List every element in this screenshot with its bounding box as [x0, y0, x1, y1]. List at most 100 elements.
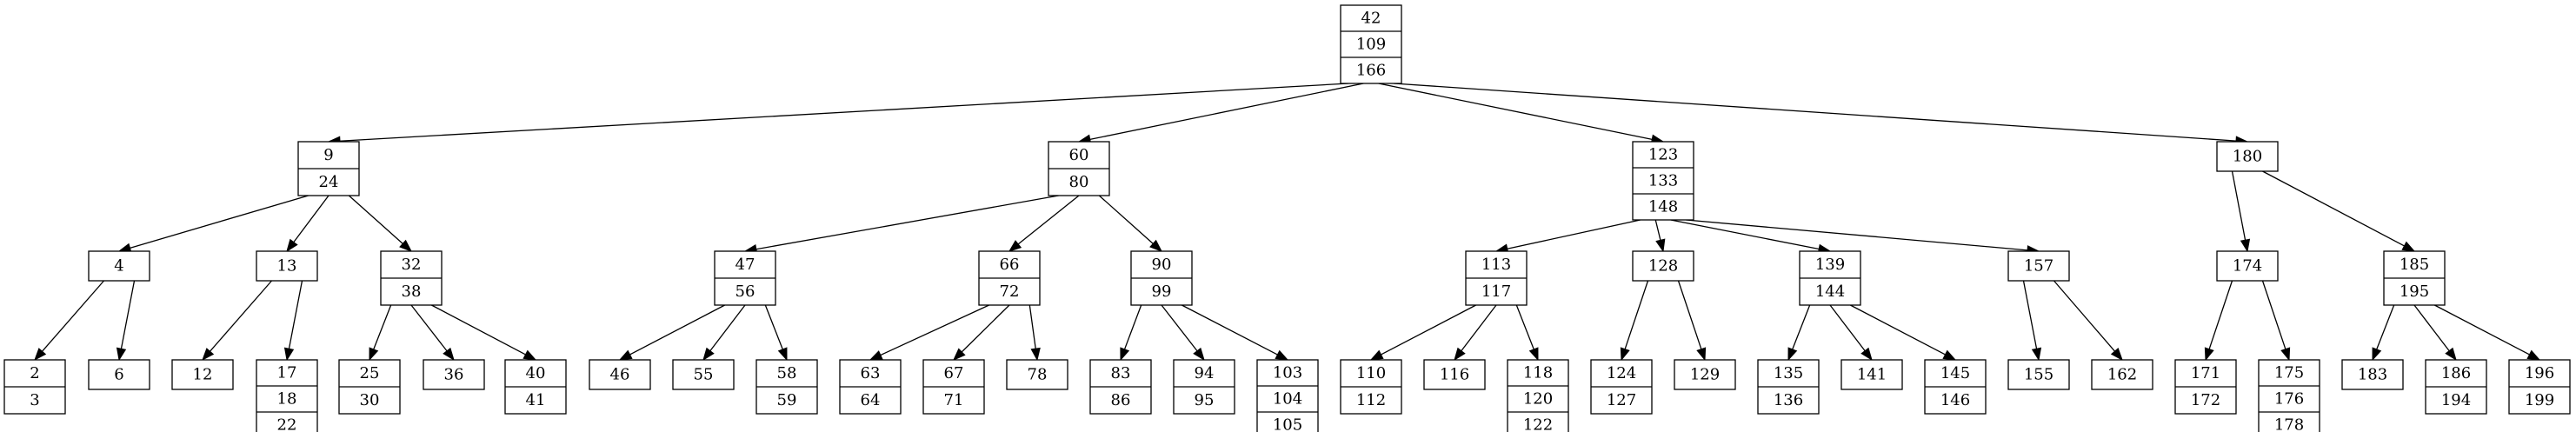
tree-node-129: 129 — [1674, 359, 1736, 390]
node-key: 135 — [1774, 364, 1803, 382]
arrowhead-n60-n66 — [1008, 240, 1022, 252]
node-key: 157 — [2024, 257, 2053, 276]
node-key: 129 — [1690, 366, 1720, 384]
edge-n90-n83 — [1123, 304, 1142, 350]
tree-node-9: 924 — [297, 141, 360, 196]
node-key: 63 — [861, 364, 881, 382]
node-key: 46 — [610, 366, 630, 384]
edge-n157-n155 — [2022, 280, 2038, 349]
node-box — [1340, 4, 1402, 84]
arrowhead-n9-n13 — [286, 238, 298, 253]
tree-node-183: 183 — [2341, 359, 2404, 390]
node-key: 22 — [277, 416, 297, 432]
node-key: 155 — [2024, 366, 2053, 384]
arrowhead-n47-n55 — [702, 347, 715, 362]
edge-n66-n67 — [961, 304, 1010, 353]
node-key: 174 — [2233, 257, 2262, 276]
node-key: 136 — [1774, 391, 1803, 409]
arrowhead-n139-n145 — [1942, 349, 1957, 361]
arrowhead-n180-n185 — [2401, 241, 2416, 252]
edge-n128-n129 — [1677, 280, 1702, 349]
node-box — [1632, 250, 1694, 282]
arrowhead-n174-n175 — [2280, 347, 2291, 362]
node-key: 195 — [2400, 282, 2429, 301]
tree-node-13: 13 — [256, 250, 318, 282]
arrowhead-n4-n6 — [116, 347, 127, 362]
arrowhead-n90-n83 — [1120, 347, 1130, 362]
node-key: 128 — [1648, 257, 1678, 276]
arrowhead-n47-n46 — [618, 349, 633, 361]
node-key: 78 — [1028, 366, 1048, 384]
node-key: 112 — [1356, 391, 1386, 409]
node-box — [2007, 250, 2070, 282]
edge-n47-n58 — [764, 304, 783, 350]
node-key: 118 — [1523, 364, 1553, 382]
edge-n60-n47 — [755, 195, 1059, 250]
tree-node-36: 36 — [423, 359, 485, 390]
node-key: 171 — [2191, 364, 2220, 382]
node-box — [256, 250, 318, 282]
edge-n157-n162 — [2053, 280, 2116, 352]
edge-n174-n175 — [2261, 280, 2286, 349]
tree-node-78: 78 — [1006, 359, 1068, 390]
tree-node-171: 171 172 — [2174, 359, 2237, 415]
node-key: 127 — [1607, 391, 1636, 409]
arrowhead-n139-n141 — [1860, 347, 1873, 362]
node-key: 86 — [1111, 391, 1131, 409]
node-key: 36 — [444, 366, 464, 384]
node-box — [88, 250, 150, 282]
node-key: 3 — [30, 391, 39, 409]
node-key: 166 — [1356, 62, 1386, 80]
edge-n66-n78 — [1028, 304, 1036, 349]
node-key: 141 — [1857, 366, 1887, 384]
edge-n90-n94 — [1161, 304, 1198, 352]
node-key: 178 — [2274, 416, 2304, 432]
tree-node-128: 128 — [1632, 250, 1694, 282]
arrowhead-n9-n32 — [399, 239, 413, 252]
node-box — [171, 359, 234, 390]
node-key: 56 — [736, 282, 755, 301]
edge-n9-n4 — [130, 195, 309, 249]
edge-n13-n17 — [288, 280, 303, 349]
edge-n123-n139 — [1670, 219, 1820, 250]
arrowhead-n157-n155 — [2031, 347, 2042, 362]
node-box — [2258, 359, 2320, 432]
arrowhead-n4-n2 — [34, 348, 47, 362]
arrowhead-n13-n17 — [283, 347, 295, 362]
tree-node-155: 155 — [2007, 359, 2070, 390]
node-key: 145 — [1940, 364, 1970, 382]
tree-node-55: 55 — [672, 359, 735, 390]
node-key: 172 — [2191, 391, 2220, 409]
edge-n185-n196 — [2434, 304, 2530, 356]
node-box — [2216, 250, 2279, 282]
edge-n113-n118 — [1515, 304, 1534, 350]
node-box — [2091, 359, 2153, 390]
edge-n185-n186 — [2413, 304, 2450, 352]
node-box — [256, 359, 318, 432]
node-key: 4 — [114, 257, 123, 276]
tree-node-46: 46 — [589, 359, 651, 390]
tree-node-157: 157 — [2007, 250, 2070, 282]
edge-n123-n157 — [1686, 219, 2028, 251]
node-key: 67 — [944, 364, 964, 382]
node-box — [589, 359, 651, 390]
edge-n32-n25 — [373, 304, 392, 350]
node-key: 60 — [1069, 146, 1089, 164]
arrowhead-n139-n135 — [1787, 347, 1798, 362]
node-key: 183 — [2358, 366, 2387, 384]
